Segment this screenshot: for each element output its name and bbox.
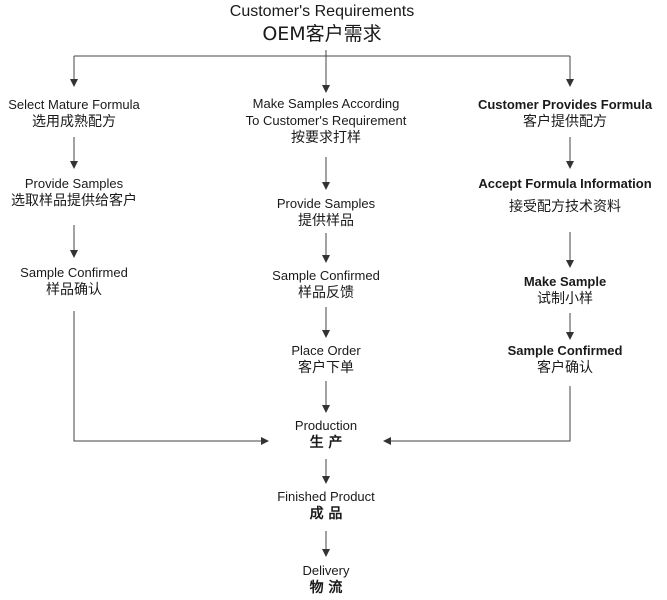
middle-step-place-order: Place Order 客户下单	[291, 342, 360, 378]
finished-en: Finished Product	[277, 489, 375, 504]
left-step-2-en: Provide Samples	[24, 176, 124, 191]
title-zh: OEM客户需求	[262, 23, 382, 45]
middle-step-1-en-line1: Make Samples According	[252, 96, 400, 111]
right-step-1-zh: 客户提供配方	[522, 114, 607, 130]
finished-product-node: Finished Product 成 品	[277, 488, 375, 524]
right-step-1-en: Customer Provides Formula	[477, 97, 653, 112]
connector-left-to-production	[73, 311, 269, 445]
left-step-1-en: Select Mature Formula	[8, 97, 140, 112]
right-step-customer-formula: Customer Provides Formula 客户提供配方	[478, 96, 652, 132]
middle-step-make-samples: Make Samples According To Customer's Req…	[246, 95, 407, 148]
middle-step-3-en: Sample Confirmed	[272, 268, 380, 283]
middle-step-2-zh: 提供样品	[298, 213, 354, 229]
delivery-node: Delivery 物 流	[303, 562, 350, 598]
right-step-make-sample: Make Sample 试制小样	[524, 273, 606, 309]
title-en: Customer's Requirements	[229, 3, 415, 20]
production-zh: 生 产	[309, 435, 343, 451]
connector-right-to-production	[383, 386, 571, 445]
right-step-4-en: Sample Confirmed	[507, 343, 623, 358]
left-step-2-zh: 选取样品提供给客户	[11, 193, 137, 209]
right-step-2-en: Accept Formula Information	[478, 176, 652, 191]
right-step-3-zh: 试制小样	[537, 291, 593, 307]
right-step-3-en: Make Sample	[523, 274, 607, 289]
middle-step-provide-samples: Provide Samples 提供样品	[277, 195, 375, 231]
delivery-zh: 物 流	[309, 580, 343, 596]
middle-step-3-zh: 样品反馈	[298, 285, 354, 301]
middle-step-4-en: Place Order	[291, 343, 361, 358]
delivery-en: Delivery	[302, 563, 350, 578]
middle-step-2-en: Provide Samples	[276, 196, 376, 211]
left-step-provide-samples: Provide Samples 选取样品提供给客户	[11, 175, 137, 211]
title-node: Customer's Requirements OEM客户需求	[230, 2, 414, 46]
right-step-accept-formula: Accept Formula Information 接受配方技术资料	[478, 175, 651, 217]
middle-step-sample-confirmed: Sample Confirmed 样品反馈	[272, 267, 380, 303]
left-step-3-en: Sample Confirmed	[20, 265, 128, 280]
right-step-4-zh: 客户确认	[536, 360, 593, 376]
middle-step-4-zh: 客户下单	[298, 360, 354, 376]
middle-step-1-zh: 按要求打样	[291, 130, 361, 146]
production-node: Production 生 产	[295, 417, 357, 453]
middle-step-1-en-line2: To Customer's Requirement	[245, 113, 407, 128]
production-en: Production	[294, 418, 358, 433]
finished-zh: 成 品	[309, 506, 343, 522]
left-step-select-formula: Select Mature Formula 选用成熟配方	[8, 96, 140, 132]
left-step-sample-confirmed: Sample Confirmed 样品确认	[20, 264, 128, 300]
left-step-3-zh: 样品确认	[46, 282, 102, 298]
left-step-1-zh: 选用成熟配方	[32, 114, 116, 130]
right-step-sample-confirmed: Sample Confirmed 客户确认	[508, 342, 623, 378]
right-step-2-zh: 接受配方技术资料	[508, 199, 621, 215]
